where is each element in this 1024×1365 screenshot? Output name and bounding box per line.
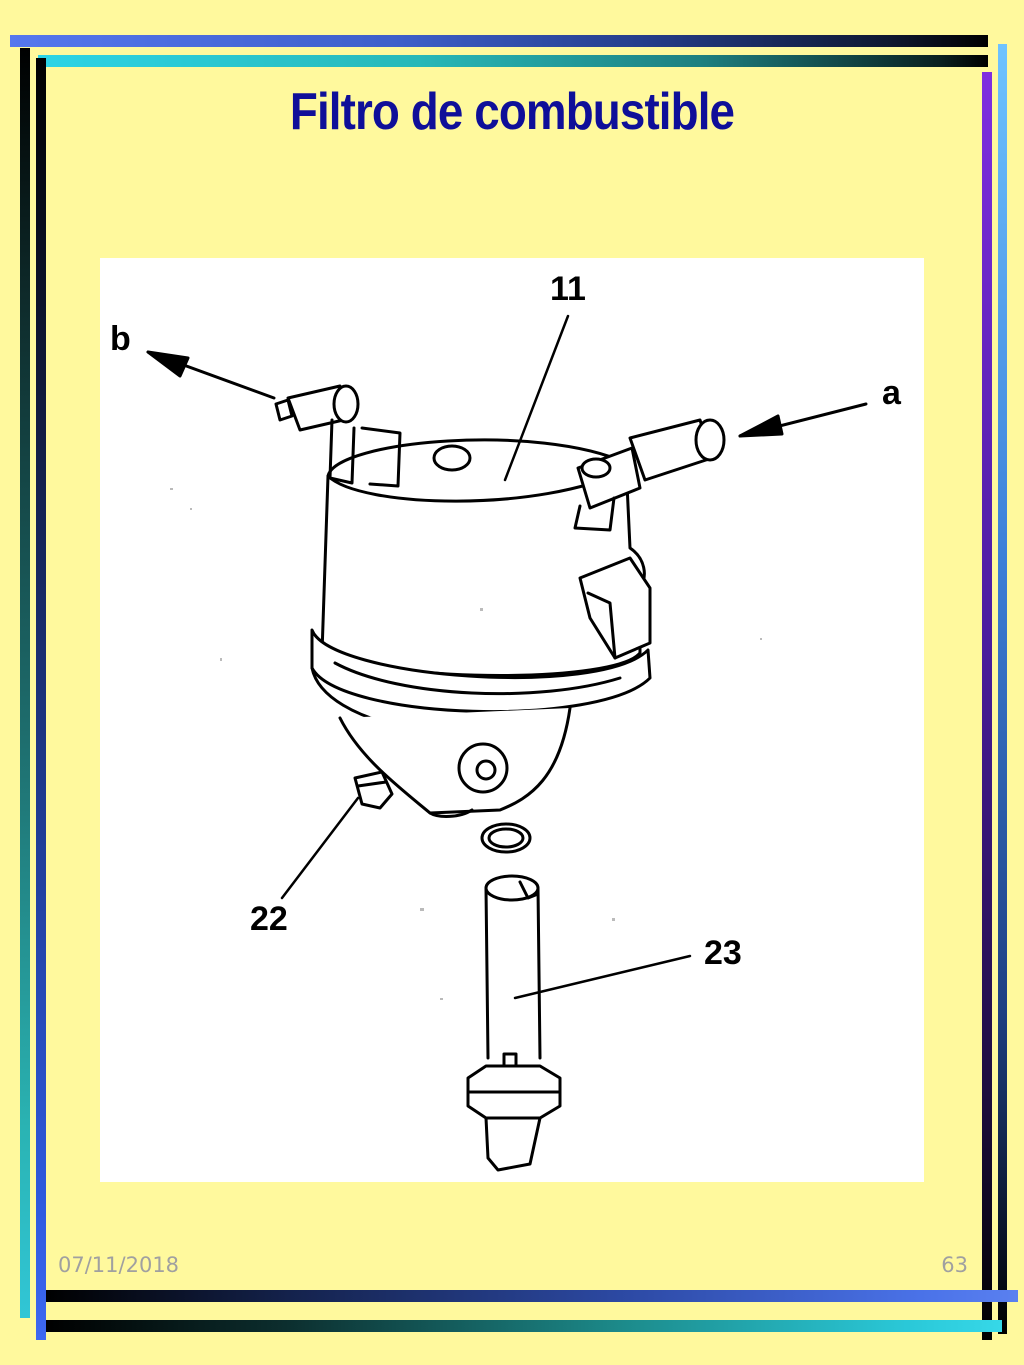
top-border-bar-blue <box>10 35 988 47</box>
callout-23: 23 <box>704 934 742 972</box>
callout-11: 11 <box>550 270 586 308</box>
fuel-filter-diagram: 11 b a 22 23 <box>100 258 924 1182</box>
footer-date: 07/11/2018 <box>58 1253 180 1277</box>
callout-22: 22 <box>250 900 288 938</box>
right-border-bar-purple <box>982 72 992 1340</box>
top-border-bar-teal <box>38 55 988 67</box>
slide-title: Filtro de combustible <box>289 83 735 141</box>
bottom-border-bar-blue <box>46 1290 1018 1302</box>
footer-page-number: 63 <box>941 1253 968 1277</box>
left-border-bar-teal <box>20 48 30 1318</box>
right-border-bar-blue <box>998 44 1007 1334</box>
bottom-border-bar-teal <box>46 1320 1002 1332</box>
callout-a: a <box>882 374 902 412</box>
fuel-filter-drawing: 11 b a 22 23 <box>110 270 902 1172</box>
left-border-bar-blue <box>36 58 46 1340</box>
callout-b: b <box>110 320 131 358</box>
